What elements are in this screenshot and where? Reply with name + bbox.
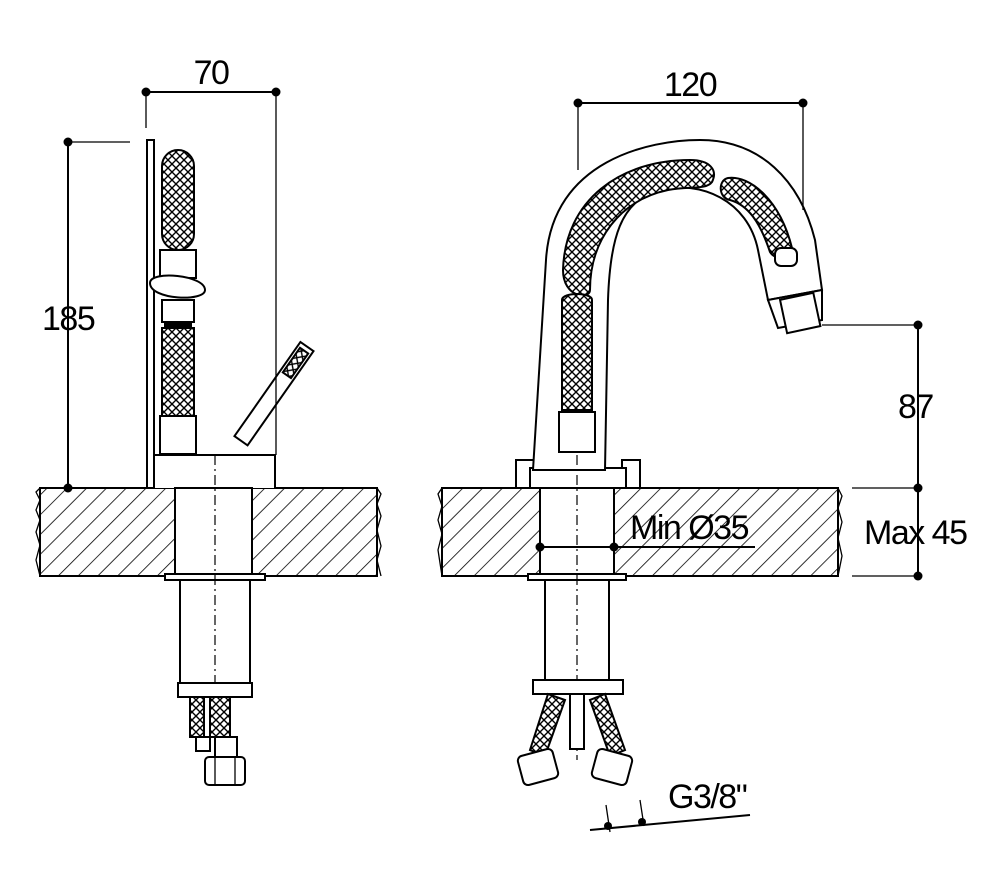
dimension-connection — [589, 799, 751, 833]
dimension-height-side — [63, 137, 130, 493]
countertop-left — [35, 487, 382, 577]
dimension-deck-thickness — [852, 487, 923, 581]
hole-diameter-label: Min Ø35 — [630, 509, 749, 547]
connection-thread-label: G3/8" — [668, 778, 747, 816]
dimension-hole-diameter — [535, 542, 755, 552]
spout-height-label: 87 — [898, 388, 933, 426]
height-side-label: 185 — [42, 300, 95, 338]
width-front-label: 120 — [664, 66, 717, 104]
dimension-spout-height — [822, 320, 923, 493]
dimension-width-front — [573, 98, 808, 210]
countertop-right — [437, 487, 843, 577]
dimension-width-side — [141, 87, 281, 455]
side-view: 70 185 — [35, 54, 382, 786]
deck-thickness-label: Max 45 — [864, 514, 967, 552]
front-view: 120 87 Max 45 Min Ø35 — [437, 66, 969, 833]
width-side-label: 70 — [194, 54, 229, 92]
